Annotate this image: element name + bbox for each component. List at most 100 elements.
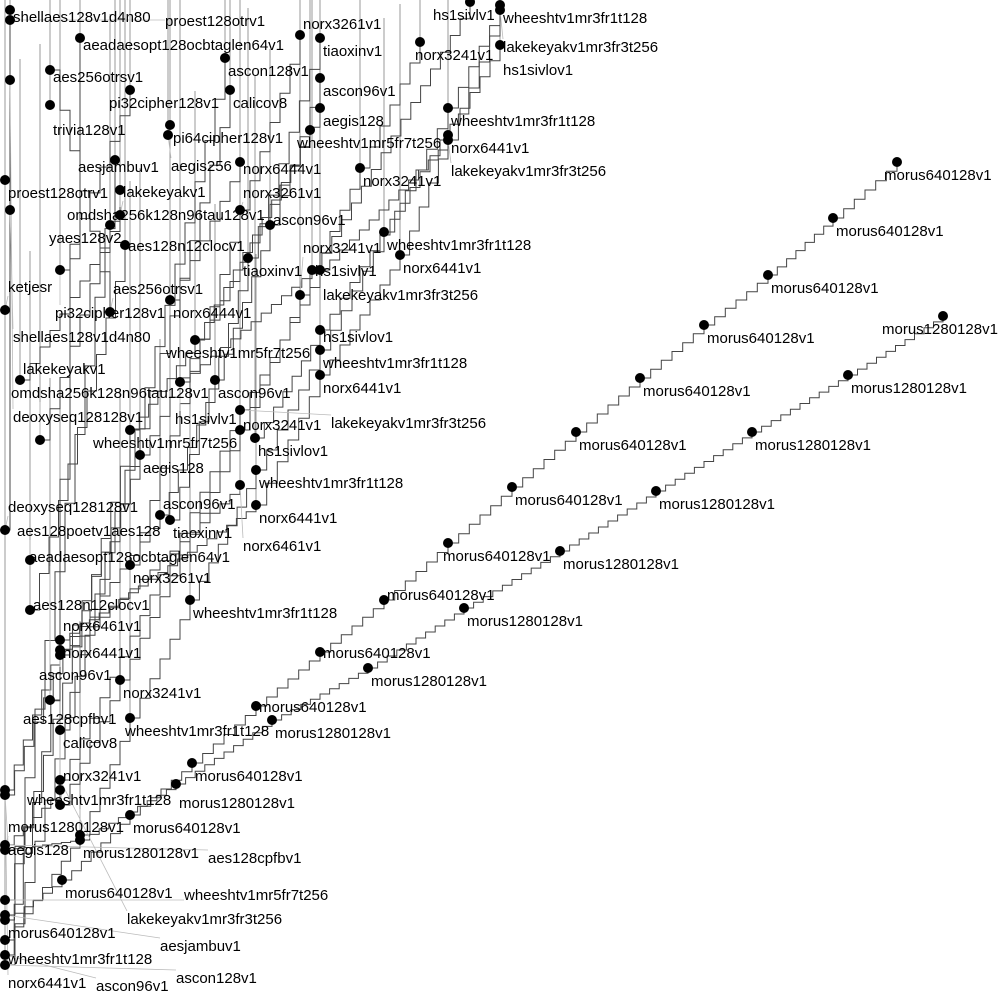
- data-point-morus1280128v1: [555, 546, 565, 556]
- label-leader-line: [9, 79, 14, 410]
- data-point-wheeshtv1mr5fr7t256: [0, 895, 10, 905]
- series-line-hs1sivlov1: [255, 45, 501, 439]
- data-point-norx6461v1: [235, 480, 245, 490]
- point-label: yaes128v2: [49, 230, 122, 247]
- point-label: hs1sivlv1: [315, 263, 377, 280]
- series-line-lakekeyakv1: [20, 215, 121, 381]
- point-label: hs1sivlov1: [258, 443, 328, 460]
- point-label: morus640128v1: [707, 330, 815, 347]
- point-label: aes256otrsv1: [113, 281, 203, 298]
- point-label: morus640128v1: [643, 383, 751, 400]
- data-point-norx3241v1: [55, 800, 65, 810]
- data-point-aes128cpfbv1: [55, 785, 65, 795]
- data-point-hs1sivlov1: [315, 325, 325, 335]
- data-point-norx3261v1: [125, 560, 135, 570]
- point-label: aes128n12clocv1: [33, 597, 150, 614]
- point-label: aegis128: [323, 113, 384, 130]
- point-label: ascon96v1: [323, 83, 396, 100]
- point-label: norx6441v1: [63, 645, 141, 662]
- series-line-aesjambuv1: [5, 160, 116, 916]
- data-point-proest128otrv1: [0, 175, 10, 185]
- point-label: morus1280128v1: [179, 795, 295, 812]
- point-label: omdsha256k128n96tau128v1: [67, 207, 265, 224]
- point-label: norx6441v1: [403, 260, 481, 277]
- point-label: morus640128v1: [133, 820, 241, 837]
- data-point-morus640128v1: [507, 482, 517, 492]
- data-point-aeadaesopt128ocbtaglen64v1: [75, 33, 85, 43]
- point-label: aes256otrsv1: [53, 69, 143, 86]
- data-point-morus1280128v1: [363, 663, 373, 673]
- point-label: norx6441v1: [323, 380, 401, 397]
- point-label: lakekeyakv1mr3fr3t256: [451, 163, 606, 180]
- data-point-aegis128: [315, 103, 325, 113]
- data-point-morus1280128v1: [267, 715, 277, 725]
- point-label: morus640128v1: [259, 699, 367, 716]
- data-point-aes256otrsv1: [45, 65, 55, 75]
- data-point-omdsha256k128n96tau128v1: [35, 435, 45, 445]
- data-point-hs1sivlv1: [175, 377, 185, 387]
- series-line-lakekeyakv1mr3fr3t256: [60, 10, 501, 781]
- data-point-aes128poetv1aes128: [25, 555, 35, 565]
- data-point-norx6441v1: [315, 370, 325, 380]
- point-label: morus640128v1: [387, 587, 495, 604]
- data-point-hs1sivlov1: [250, 433, 260, 443]
- point-label: pi32cipher128v1: [55, 305, 165, 322]
- point-label: ascon96v1: [163, 496, 236, 513]
- data-point-morus1280128v1: [651, 486, 661, 496]
- data-point-ascon96v1: [155, 510, 165, 520]
- data-point-lakekeyakv1mr3fr3t256: [443, 135, 453, 145]
- point-label: deoxyseq128128v1: [13, 409, 143, 426]
- point-label: aesjambuv1: [78, 159, 159, 176]
- data-point-morus640128v1: [443, 538, 453, 548]
- point-label: norx6441v1: [451, 140, 529, 157]
- point-label: morus1280128v1: [563, 556, 679, 573]
- data-point-wheeshtv1mr5fr7t256: [305, 125, 315, 135]
- data-point-shellaes128v1d4n80: [5, 205, 15, 215]
- point-label: tiaoxinv1: [323, 43, 382, 60]
- data-point-lakekeyakv1: [115, 210, 125, 220]
- point-label: norx6461v1: [243, 538, 321, 555]
- point-label: lakekeyakv1mr3fr3t256: [331, 415, 486, 432]
- point-label: shellaes128v1d4n80: [13, 9, 151, 26]
- point-label: proest128otrv1: [8, 185, 108, 202]
- label-leader-line: [299, 256, 304, 296]
- point-label: morus640128v1: [515, 492, 623, 509]
- data-point-calicov8: [55, 725, 65, 735]
- point-label: wheeshtv1mr5fr7t256: [165, 345, 310, 362]
- point-label: hs1sivlv1: [175, 411, 237, 428]
- point-label: wheeshtv1mr5fr7t256: [183, 887, 328, 904]
- point-label: norx3241v1: [363, 173, 441, 190]
- series-line-morus1280128v1: [5, 316, 944, 851]
- data-point-morus640128v1: [699, 320, 709, 330]
- data-point-yaes128v2: [105, 220, 115, 230]
- point-label: wheeshtv1mr3fr1t128: [502, 10, 647, 27]
- point-label: norx3261v1: [133, 570, 211, 587]
- point-label: norx3241v1: [123, 685, 201, 702]
- point-label: wheeshtv1mr5fr7t256: [296, 135, 441, 152]
- point-label: ascon128v1: [228, 63, 309, 80]
- point-label: morus1280128v1: [275, 725, 391, 742]
- data-point-hs1sivlv1: [307, 265, 317, 275]
- point-label: ascon96v1: [218, 385, 291, 402]
- point-label: wheeshtv1mr3fr1t128: [386, 237, 531, 254]
- label-leader-line: [239, 484, 244, 539]
- data-point-hs1sivlov1: [495, 40, 505, 50]
- data-point-norx3241v1: [115, 675, 125, 685]
- point-label: proest128otrv1: [165, 13, 265, 30]
- point-label: morus1280128v1: [882, 321, 998, 338]
- data-point-pi32cipher128v1: [55, 265, 65, 275]
- point-label: hs1sivlov1: [323, 329, 393, 346]
- point-label: ascon96v1: [273, 212, 346, 229]
- data-point-wheeshtv1mr3fr1t128: [379, 227, 389, 237]
- data-point-morus640128v1: [828, 213, 838, 223]
- point-label: morus640128v1: [65, 885, 173, 902]
- label-leader-line: [4, 794, 9, 843]
- data-point-aegis256: [163, 130, 173, 140]
- data-point-morus640128v1: [379, 595, 389, 605]
- data-point-ascon96v1: [210, 375, 220, 385]
- data-point-lakekeyakv1mr3fr3t256: [495, 5, 505, 15]
- data-point-tiaoxinv1: [165, 515, 175, 525]
- point-label: norx6441v1: [259, 510, 337, 527]
- data-point-wheeshtv1mr3fr1t128: [185, 595, 195, 605]
